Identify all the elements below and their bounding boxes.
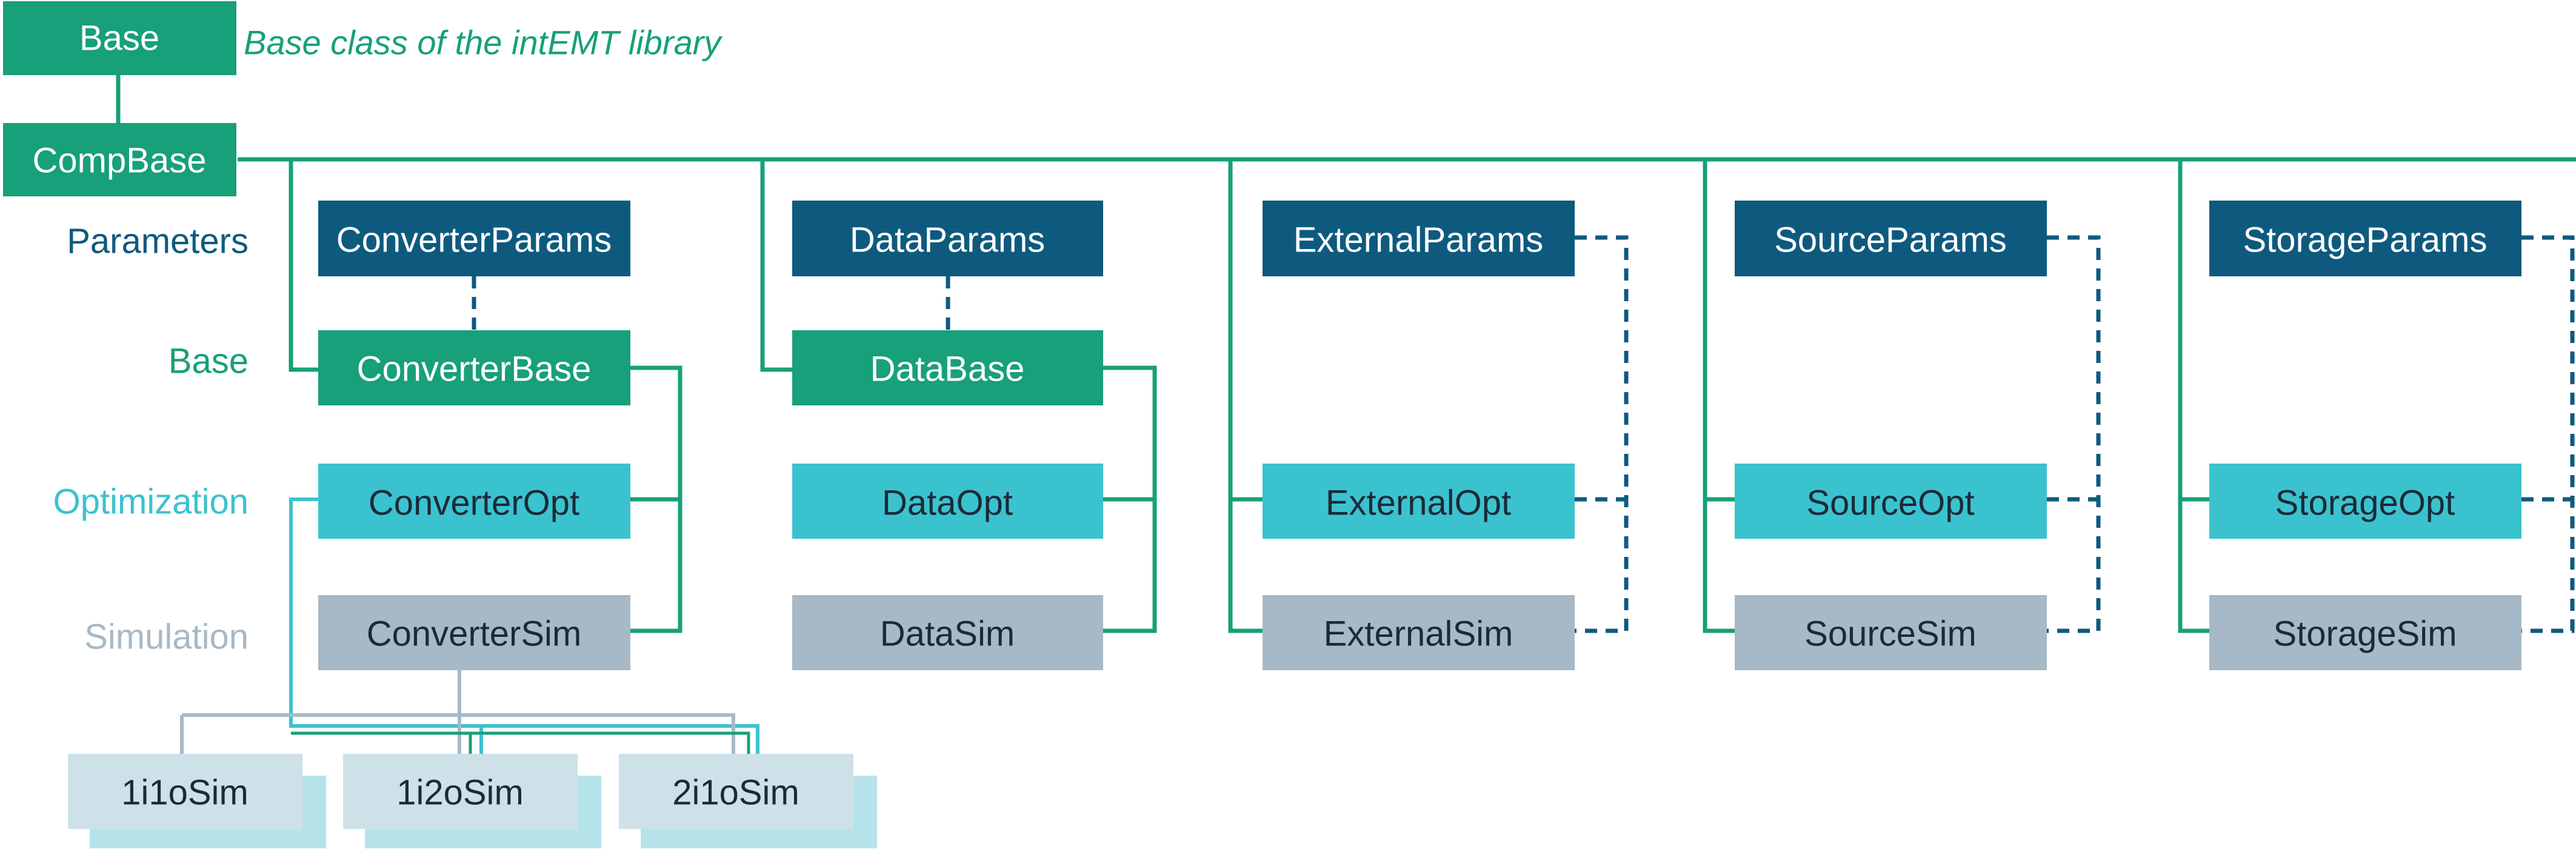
externalparams-dashed-connector [1575, 235, 1629, 633]
legend-base-box [3, 1, 236, 75]
base-to-subsims-connector [291, 731, 750, 756]
sourceparams-dashed-connector [2047, 235, 2101, 633]
group-external: ExternalParams ExternalOpt ExternalSim [1263, 201, 1575, 670]
storageparams-dashed-connector [2521, 235, 2575, 633]
convertersim-box [318, 595, 630, 670]
convertersim-to-subsims-connector [180, 670, 735, 756]
legend: Base Base class of the intEMT library Co… [3, 1, 722, 196]
converteropt-to-subsims-connector [289, 498, 759, 756]
subsim-1i1o-box [68, 754, 302, 829]
storageopt-box [2209, 464, 2521, 539]
database-box [792, 330, 1103, 405]
compbase-to-storage-connector [2178, 159, 2209, 633]
legend-base-label: Base [79, 19, 159, 58]
sourcesim-label: SourceSim [1804, 614, 1977, 654]
connectors [116, 75, 2576, 756]
compbase-to-source-connector [1703, 159, 1735, 633]
subsim-1i2o-label: 1i2oSim [396, 773, 524, 813]
group-storage: StorageParams StorageOpt StorageSim [2209, 201, 2521, 670]
compbase-to-database-connector [760, 159, 792, 372]
sourcesim-box [1735, 595, 2047, 670]
storageopt-label: StorageOpt [2275, 484, 2455, 523]
database-to-opt-sim-connector [1103, 365, 1157, 633]
converterbase-label: ConverterBase [357, 350, 592, 389]
dataparams-label: DataParams [850, 221, 1045, 260]
sourceparams-label: SourceParams [1774, 221, 2007, 260]
storagesim-box [2209, 595, 2521, 670]
row-labels: Parameters Base Optimization Simulation [53, 222, 249, 657]
compbase-to-converterbase-connector [289, 159, 318, 372]
storageparams-box [2209, 201, 2521, 276]
externalparams-box [1263, 201, 1575, 276]
datasim-label: DataSim [880, 614, 1015, 654]
converterparams-box [318, 201, 630, 276]
subsim-2i1o-label: 2i1oSim [672, 773, 799, 813]
converteropt-box [318, 464, 630, 539]
convertersim-label: ConverterSim [367, 614, 582, 654]
subsim-1i2o-box [343, 754, 578, 829]
sourceopt-box [1735, 464, 2047, 539]
compbase-box [3, 123, 236, 196]
group-data: DataParams DataBase DataOpt DataSim [792, 201, 1103, 670]
converterbase-to-opt-sim-connector [630, 365, 682, 633]
converterparams-label: ConverterParams [336, 221, 612, 260]
legend-caption: Base class of the intEMT library [244, 24, 722, 62]
storageparams-label: StorageParams [2243, 221, 2488, 260]
group-source: SourceParams SourceOpt SourceSim [1735, 201, 2047, 670]
compbase-label: CompBase [33, 141, 207, 181]
externalopt-box [1263, 464, 1575, 539]
subsim-1i1o-label: 1i1oSim [121, 773, 249, 813]
externalparams-label: ExternalParams [1293, 221, 1544, 260]
datasim-box [792, 595, 1103, 670]
dataparams-box [792, 201, 1103, 276]
compbase-to-external-connector [1228, 159, 1263, 633]
sourceparams-box [1735, 201, 2047, 276]
group-converter: ConverterParams ConverterBase ConverterO… [318, 201, 630, 670]
converterbase-box [318, 330, 630, 405]
row-label-optimization: Optimization [53, 482, 249, 522]
row-label-base: Base [169, 342, 249, 381]
row-label-simulation: Simulation [84, 617, 249, 657]
externalopt-label: ExternalOpt [1326, 484, 1511, 523]
dataopt-label: DataOpt [882, 484, 1013, 523]
row-label-parameters: Parameters [67, 222, 249, 261]
sub-sim-classes: 1i1oSim 1i2oSim 2i1oSim [68, 754, 877, 848]
dataopt-box [792, 464, 1103, 539]
storagesim-label: StorageSim [2273, 614, 2457, 654]
subsim-2i1o-box [619, 754, 853, 829]
database-label: DataBase [870, 350, 1025, 389]
sourceopt-label: SourceOpt [1806, 484, 1974, 523]
converteropt-label: ConverterOpt [369, 484, 579, 523]
externalsim-label: ExternalSim [1324, 614, 1513, 654]
externalsim-box [1263, 595, 1575, 670]
